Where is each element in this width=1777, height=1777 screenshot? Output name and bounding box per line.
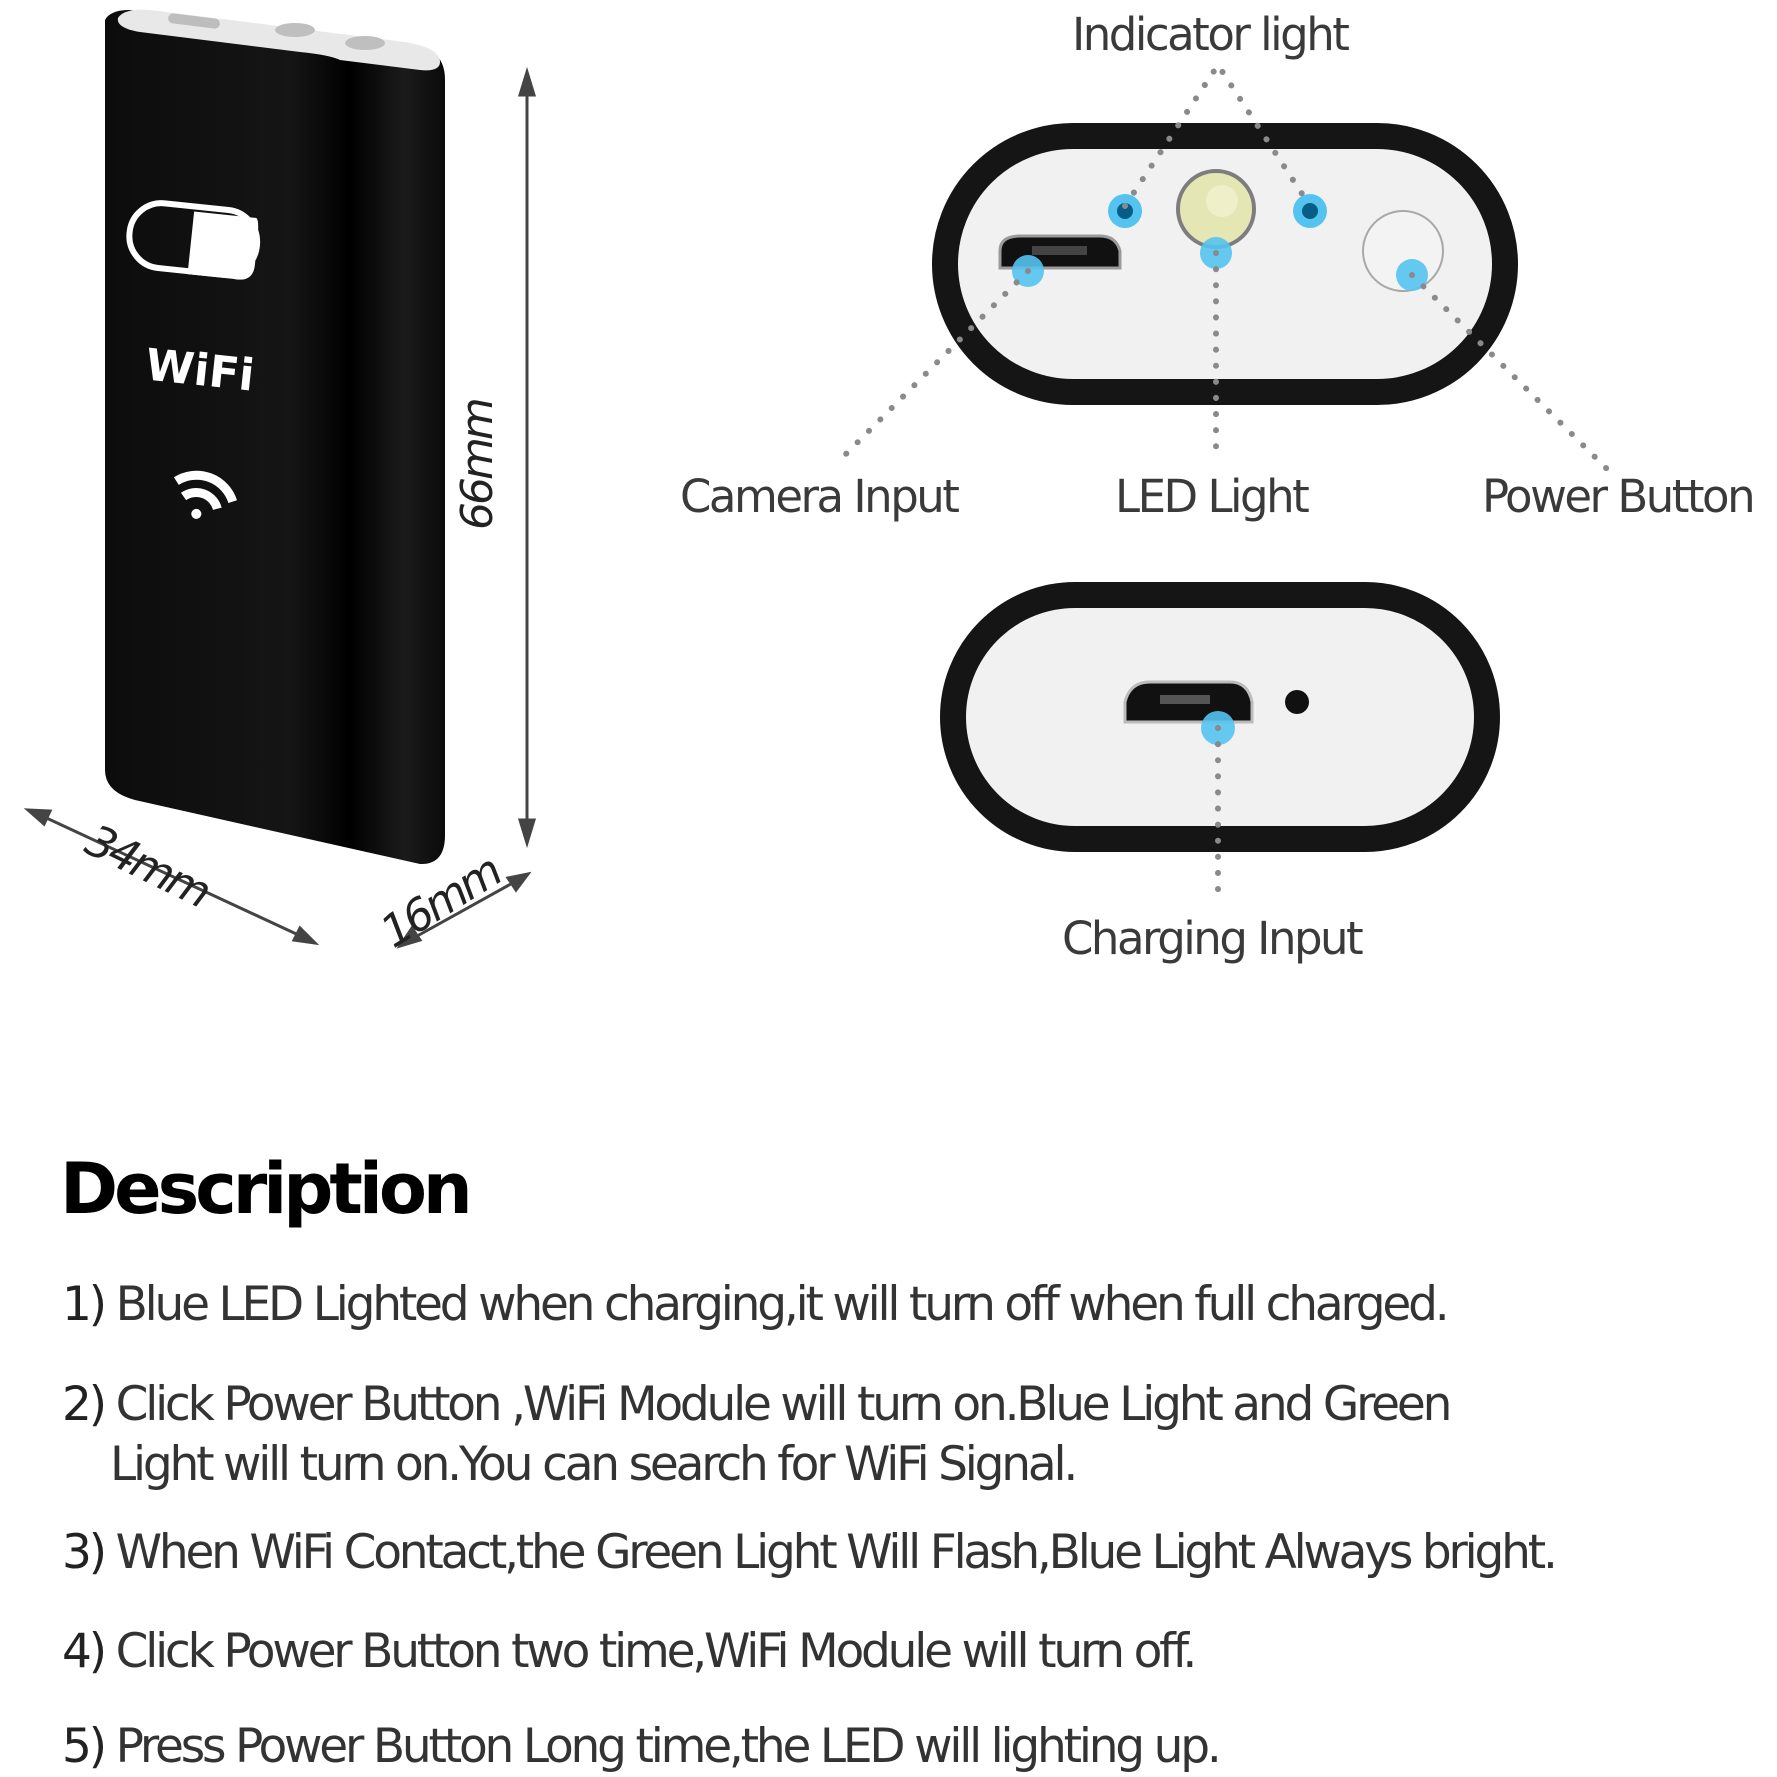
description-item-3: 3) When WiFi Contact,the Green Light Wil… bbox=[62, 1525, 1558, 1580]
indicator-light-label: Indicator light bbox=[1072, 8, 1350, 61]
charging-input-label: Charging Input bbox=[1062, 912, 1364, 965]
height-dimension-label: 66mm bbox=[452, 400, 503, 530]
bottom-panel-diagram bbox=[940, 582, 1500, 905]
description-item-1: 1) Blue LED Lighted when charging,it wil… bbox=[62, 1277, 1450, 1332]
description-item-5: 5) Press Power Button Long time,the LED … bbox=[62, 1719, 1222, 1774]
width-dimension-arrow bbox=[23, 808, 320, 946]
description-item-4: 4) Click Power Button two time,WiFi Modu… bbox=[62, 1624, 1197, 1679]
wifi-logo-text: WiFi bbox=[143, 340, 257, 402]
device-illustration: WiFi bbox=[23, 9, 537, 949]
charging-input-port bbox=[1123, 680, 1254, 724]
description-title: Description bbox=[60, 1148, 473, 1230]
height-dimension-arrow bbox=[517, 66, 537, 849]
wifi-signal-icon bbox=[173, 470, 237, 519]
status-hole bbox=[1285, 690, 1309, 714]
description-item-2: 2) Click Power Button ,WiFi Module will … bbox=[62, 1377, 1452, 1492]
top-panel-diagram bbox=[832, 60, 1611, 473]
led-light-label: LED Light bbox=[1115, 470, 1310, 523]
depth-dimension-arrow bbox=[396, 871, 532, 949]
wifi-logo-icon bbox=[126, 200, 261, 280]
power-button-label: Power Button bbox=[1482, 470, 1756, 523]
camera-input-label: Camera Input bbox=[680, 470, 960, 523]
